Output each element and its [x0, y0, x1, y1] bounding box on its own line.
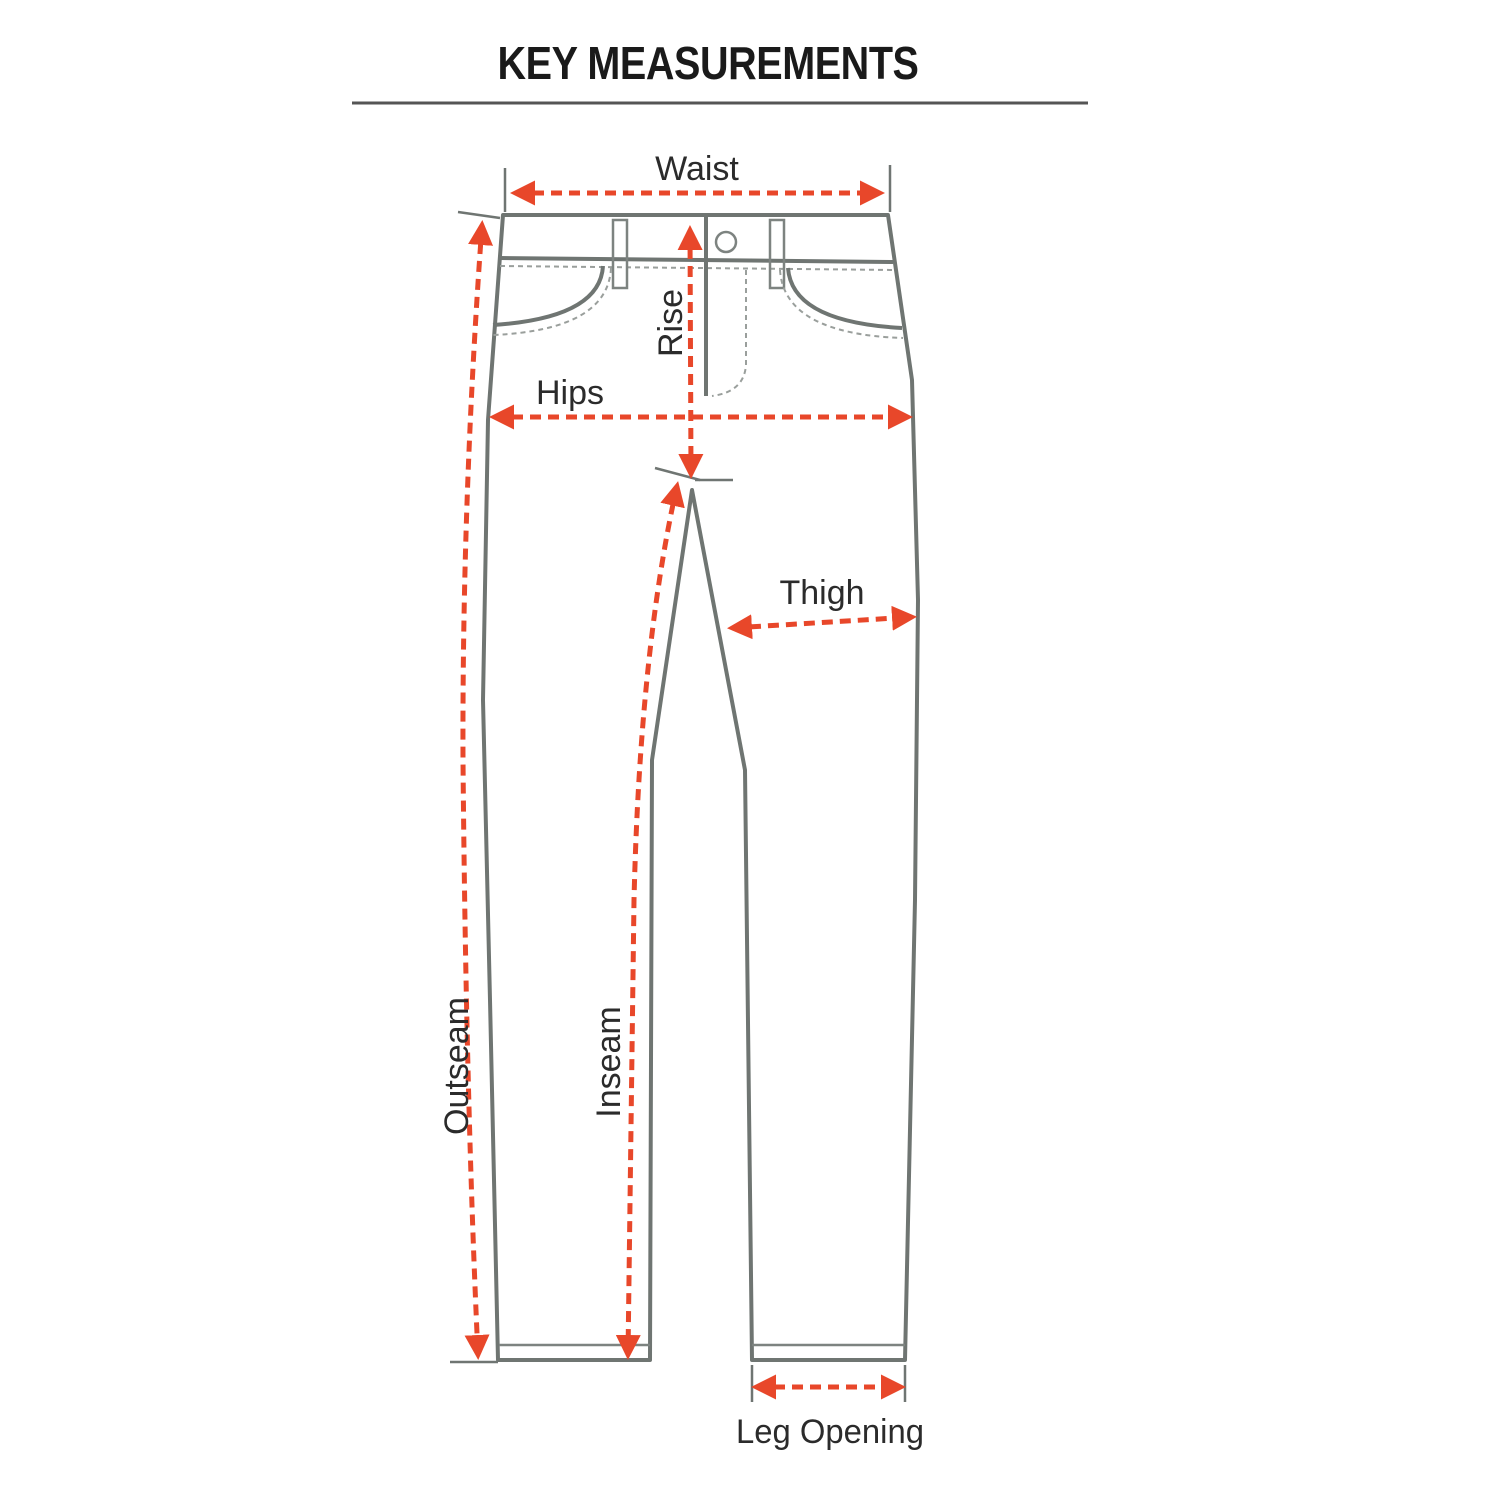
inseam-label: Inseam	[590, 1006, 628, 1118]
fly-stitching	[711, 270, 747, 397]
hips-label: Hips	[536, 374, 604, 412]
pocket-left-stitching	[492, 267, 612, 336]
thigh-label: Thigh	[779, 574, 864, 612]
thigh-arrow	[727, 605, 917, 640]
waist-label: Waist	[655, 150, 739, 188]
belt-loop-right	[768, 218, 786, 290]
pocket-right	[786, 267, 903, 330]
button-icon	[714, 230, 738, 254]
inseam-arrow	[615, 481, 685, 1360]
pocket-left	[492, 265, 605, 327]
diagram-title: KEY MEASUREMENTS	[497, 37, 919, 89]
rise-arrow	[677, 225, 704, 479]
outseam-label: Outseam	[438, 997, 476, 1135]
rise-label: Rise	[652, 289, 690, 357]
waistband-stitching	[499, 265, 896, 271]
belt-loop-left	[611, 218, 629, 290]
outseam-arrow	[460, 220, 494, 1360]
waistband-line	[499, 256, 894, 264]
pocket-right-stitching	[779, 269, 904, 339]
leg-opening-label: Leg Opening	[736, 1413, 924, 1451]
